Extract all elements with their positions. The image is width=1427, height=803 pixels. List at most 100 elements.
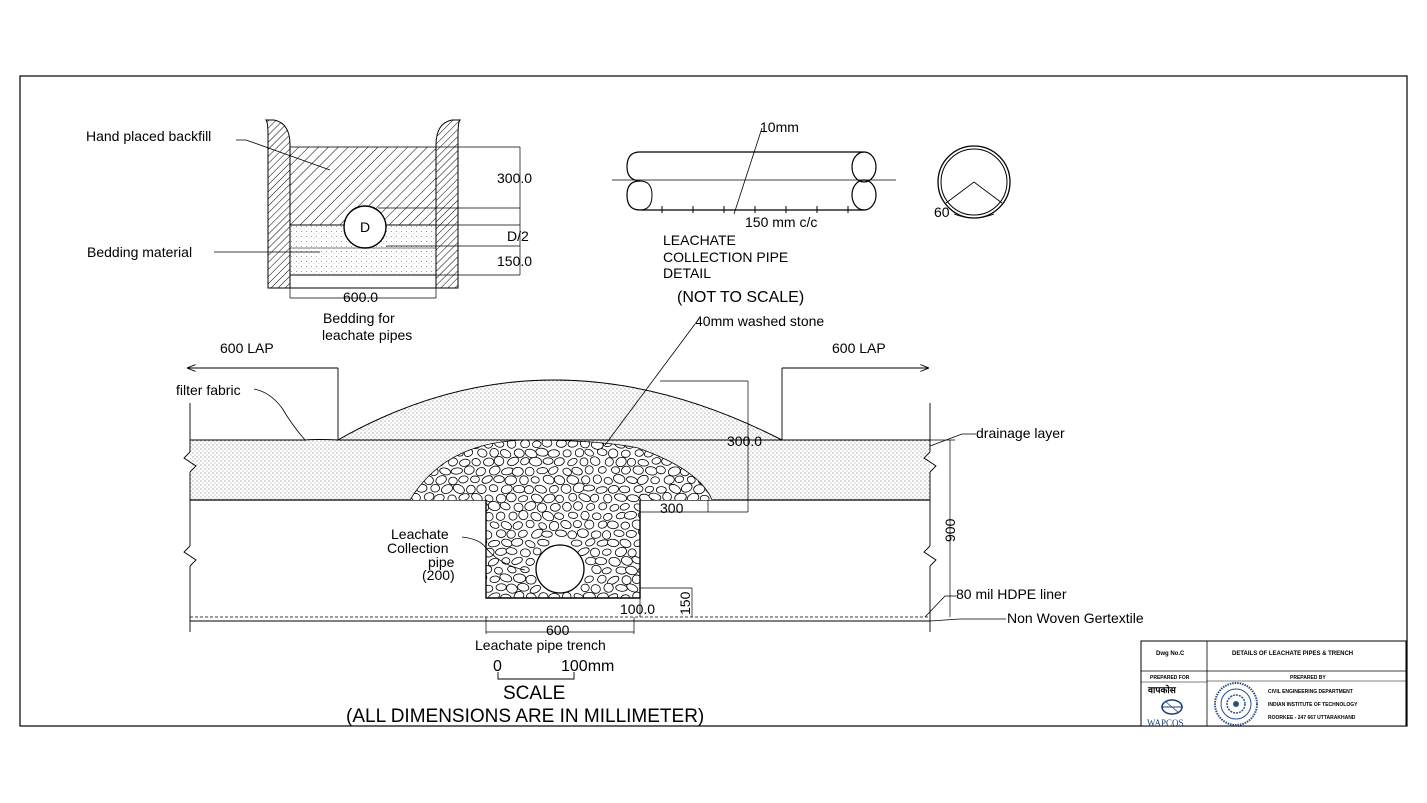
stone [519,475,529,486]
stone [421,512,432,521]
mound [336,379,783,441]
stone [488,592,501,598]
stone [698,565,712,574]
stone [529,456,543,467]
stone [680,519,690,529]
stone [530,511,542,522]
stone [650,584,664,592]
stone [687,475,696,484]
stone [464,555,478,566]
stone [524,466,535,477]
bedding-dim-width: 600.0 [343,289,378,305]
stone [499,573,513,583]
stone [562,467,572,476]
stone [582,591,596,598]
stone [703,539,712,548]
angle-label: 60 [934,204,950,220]
stone [574,448,585,458]
stone [464,573,475,584]
stone [663,475,675,485]
stone [554,512,565,520]
stone [464,520,477,529]
stone [642,556,655,566]
stone [606,520,619,530]
stone [595,486,608,494]
client-name: WAPCOS [1147,718,1184,728]
stone [536,467,549,475]
stone [590,584,601,594]
stone [597,520,608,529]
stone [694,557,704,565]
pipe-label-3: pipe [428,554,455,570]
stone [596,448,608,456]
stone [584,575,594,584]
stone [470,475,480,484]
spacing-label: 150 mm c/c [745,214,817,230]
stone [529,585,541,594]
stone [458,564,471,574]
stone [453,556,464,566]
stone [531,528,544,539]
stone [500,521,512,531]
stone [655,465,666,475]
stone [607,485,619,494]
stone [542,457,554,465]
right-trench-wall [435,119,462,289]
stone [435,513,447,521]
stone [703,592,712,598]
stone [651,457,662,465]
stone [702,574,712,584]
stone [538,592,549,598]
stone [650,531,660,539]
stone [662,546,676,557]
stone [613,529,625,537]
bedding-material-label: Bedding material [87,244,192,260]
stone [590,530,602,539]
pipe-label-4: (200) [422,567,455,583]
stone [463,465,475,475]
stone [690,502,703,511]
stone [410,565,421,575]
stone [410,575,416,584]
scale-start: 0 [493,658,502,675]
stone [609,503,620,512]
perforation-label: 10mm [760,119,799,135]
stone [698,583,710,592]
stone [633,485,644,493]
stone [636,474,649,485]
stone [626,457,636,467]
institute-seal-icon [1214,682,1258,726]
stone [548,521,560,532]
stone [626,494,640,503]
stone [571,466,583,476]
stone [470,565,480,576]
lap-right-label: 600 LAP [832,340,886,356]
stone [446,512,459,522]
stone [703,503,712,512]
stone [416,502,426,511]
stone [553,457,565,467]
dwg-title: DETAILS OF LEACHATE PIPES & TRENCH [1232,651,1353,657]
stone [620,594,630,598]
stone [506,440,517,449]
sheet-border [19,75,1408,727]
pipe-symbol-label: D [360,219,370,235]
stone [447,529,457,539]
stone [560,520,572,530]
stone [489,575,500,583]
trench-detail: 600 LAP 600 LAP 300.0 300 900 100.0 150 … [176,313,1144,653]
stone [674,528,684,539]
stone [452,484,465,494]
pipe-title-1: LEACHATE [663,232,736,248]
stone [555,440,567,448]
pipe-label-2: Collection [387,540,448,556]
stone [534,484,547,494]
stone [520,457,530,466]
institute-address: ROORKEE - 247 667 UTTARAKHAND [1268,715,1356,721]
bottom-offset-dim: 100.0 [620,601,655,617]
stone [680,482,693,493]
stone [452,520,462,529]
stone [567,458,578,467]
stone [620,521,630,530]
stone [532,440,542,449]
